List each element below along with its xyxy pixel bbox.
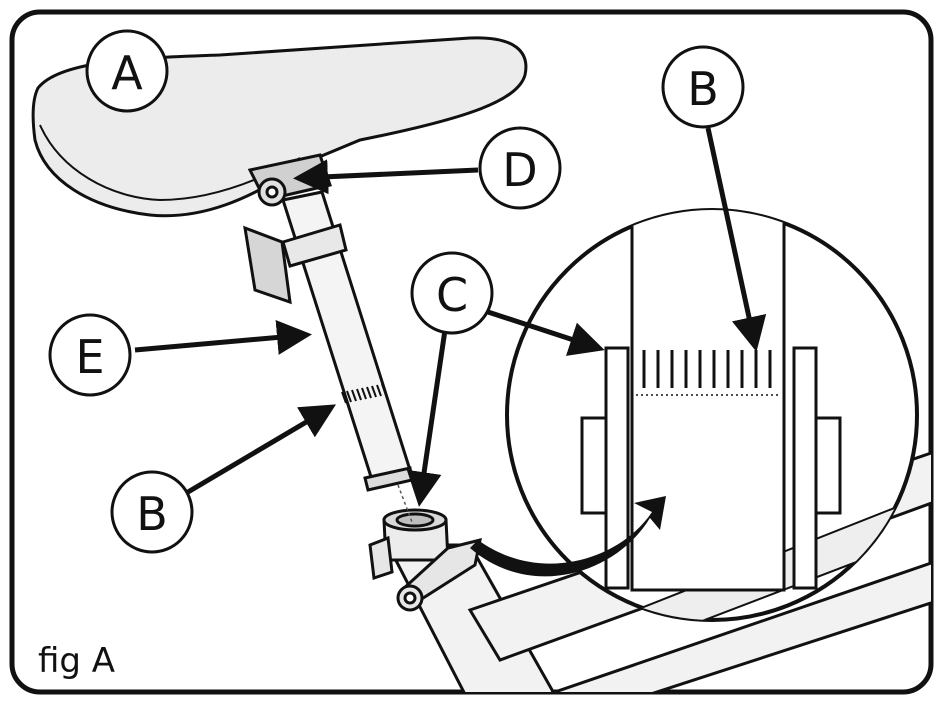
callout-c: C bbox=[410, 251, 494, 335]
callout-d-label: D bbox=[502, 143, 537, 197]
arrow-d bbox=[293, 159, 479, 195]
detail-tube-wall-right bbox=[792, 346, 818, 590]
seat-clamp bbox=[368, 508, 482, 612]
callout-b-post-label: B bbox=[136, 487, 168, 541]
callout-b-detail: B bbox=[661, 45, 745, 129]
reflector bbox=[243, 223, 348, 305]
arrow-b-post bbox=[186, 404, 337, 495]
detail-clamp-right bbox=[814, 416, 842, 515]
arrow-b-detail bbox=[705, 127, 767, 352]
callout-a-label: A bbox=[111, 46, 143, 100]
callout-d: D bbox=[478, 126, 562, 210]
detail-clamp-left bbox=[580, 416, 608, 515]
detail-pointer-arrow bbox=[470, 496, 666, 577]
callout-b-post: B bbox=[110, 470, 194, 554]
seatpost bbox=[281, 190, 414, 492]
figure-caption: fig A bbox=[38, 641, 115, 681]
seatpost-insertion-marks bbox=[341, 383, 387, 404]
callout-c-label: C bbox=[436, 268, 468, 322]
arrow-e bbox=[134, 320, 312, 355]
callout-b-detail-label: B bbox=[687, 62, 719, 116]
detail-insertion-marks bbox=[642, 350, 772, 388]
callout-e-label: E bbox=[75, 330, 104, 384]
callout-a: A bbox=[85, 29, 169, 113]
detail-view bbox=[505, 208, 919, 622]
arrow-c-post bbox=[406, 329, 448, 507]
arrow-c-detail bbox=[487, 309, 605, 356]
callout-e: E bbox=[48, 313, 132, 397]
leader-arrows bbox=[134, 127, 767, 507]
insertion-guide-line bbox=[397, 484, 413, 523]
